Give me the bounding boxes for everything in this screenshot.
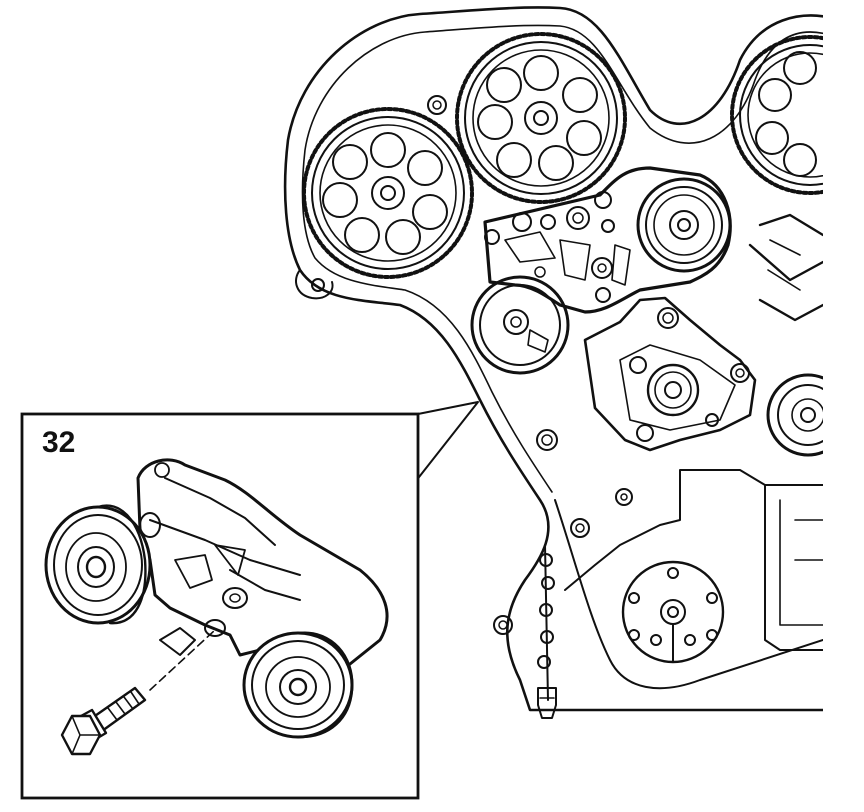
sensor-plug	[537, 687, 557, 719]
cover-mounting-ear	[295, 269, 334, 300]
engine-front-view	[283, 6, 823, 719]
callout-number-label: 32	[42, 426, 76, 459]
upper-right-bracket	[748, 213, 823, 322]
camshaft-sprocket-right	[730, 35, 823, 195]
cover-bolt-hole	[536, 429, 558, 451]
idler-pulley-detail	[242, 631, 354, 739]
oil-pump-housing-outline	[564, 469, 823, 591]
tensioner-pulley-detail	[44, 504, 152, 625]
cover-boss	[427, 95, 447, 115]
tensioner-bracket	[483, 166, 732, 314]
callout-leader	[411, 401, 479, 487]
auxiliary-pulley-right	[766, 373, 823, 457]
camshaft-sprocket-left	[302, 107, 474, 279]
drive-belt-lower	[554, 499, 823, 690]
camshaft-sprocket-middle	[455, 32, 627, 204]
cover-bolt-hole	[615, 488, 633, 506]
timing-cover-outline	[283, 6, 823, 712]
water-pump-housing	[583, 296, 757, 452]
idler-pulley	[470, 275, 570, 375]
crankshaft-hub	[621, 560, 725, 664]
mounting-bolt	[60, 686, 147, 756]
bolt-alignment-line	[149, 629, 216, 691]
oil-pump-bolt-chain	[537, 544, 555, 701]
detail-callout-box	[20, 412, 420, 800]
timing-cover-inner-outline	[301, 24, 823, 493]
cover-bolt-hole	[493, 615, 513, 635]
cover-bolt-hole	[570, 518, 590, 538]
tensioner-pulley	[636, 177, 732, 273]
